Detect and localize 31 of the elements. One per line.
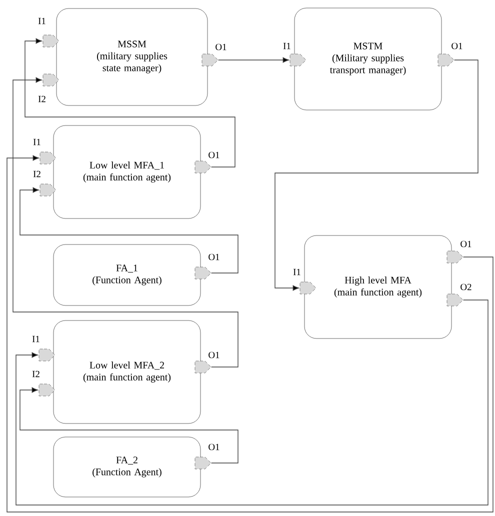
agent-box: High level MFA (main function agent) <box>304 235 452 339</box>
port-label: O1 <box>208 152 220 158</box>
agent-box: Low level MFA_1 (main function agent) <box>53 125 201 219</box>
connector-arrow <box>20 187 238 274</box>
port-label: O2 <box>460 284 472 290</box>
port-label: I2 <box>38 96 46 102</box>
port-label: O1 <box>216 44 226 50</box>
port-label: O1 <box>208 444 220 450</box>
port-label: O1 <box>460 240 472 248</box>
port-label: I1 <box>33 138 40 146</box>
port-label: I2 <box>33 170 40 178</box>
agent-box: FA_1 (Function Agent) <box>53 244 201 306</box>
port-label: I1 <box>32 336 40 342</box>
connector-arrow <box>24 38 236 168</box>
agent-box: MSTM (Military supplies transport manager) <box>294 8 442 110</box>
port-label: I1 <box>38 18 46 24</box>
port-label: I1 <box>293 268 300 276</box>
port-label: O1 <box>208 254 220 260</box>
connector-arrow <box>6 155 494 512</box>
port-label: O1 <box>452 42 462 50</box>
connector-arrow <box>16 300 488 506</box>
connector-arrow <box>12 77 238 368</box>
port-label: O1 <box>208 352 220 358</box>
connector-arrow <box>274 60 478 291</box>
agent-box: MSSM (military supplies state manager) <box>56 8 208 106</box>
agent-box: FA_2 (Function Agent) <box>53 436 201 498</box>
port-label: I1 <box>283 42 290 50</box>
port-label: I2 <box>32 370 40 378</box>
agent-box: Low level MFA_2 (main function agent) <box>53 320 201 424</box>
connector-arrow <box>20 387 238 464</box>
connector-arrow <box>218 57 289 63</box>
